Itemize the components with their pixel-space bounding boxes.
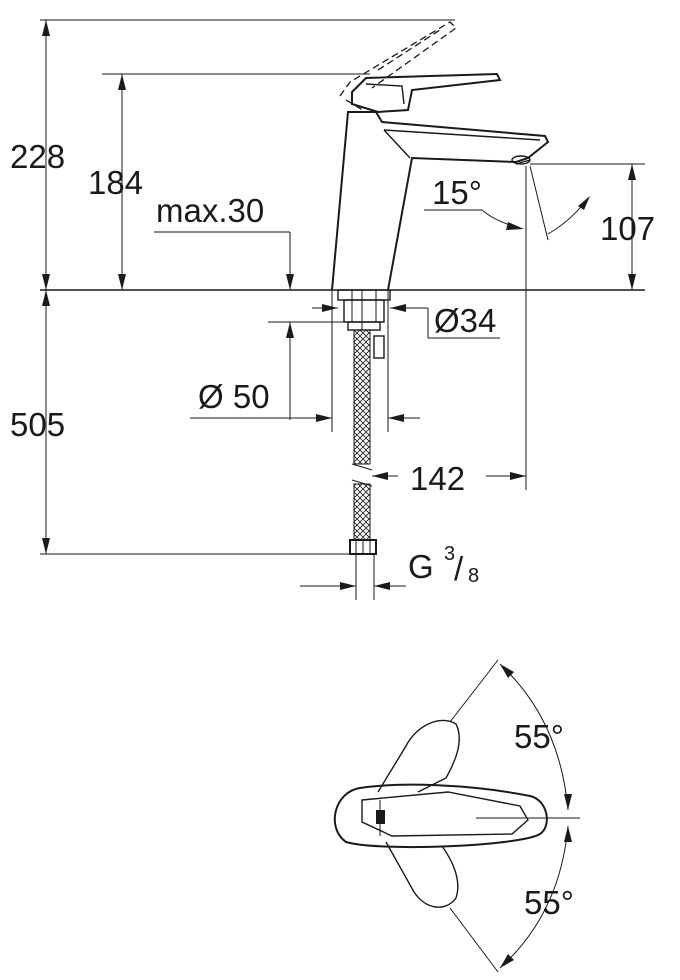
dimension-spout-angle: 15° (424, 165, 590, 241)
dimension-max-thickness: max.30 (154, 192, 344, 420)
top-view-lever-rotated-lower (385, 841, 459, 908)
thread-numerator: 3 (444, 543, 455, 565)
lever-raised-dashed (339, 21, 458, 113)
dimension-142-label: 142 (410, 460, 465, 497)
dimension-505-label: 505 (10, 406, 65, 443)
top-view-lever-rotated-upper (377, 719, 460, 793)
angle-15-label: 15° (432, 174, 482, 211)
top-view-body (333, 783, 548, 849)
side-view: 228 184 max.30 15° (10, 19, 655, 600)
lever (351, 72, 502, 114)
dimension-184-label: 184 (88, 164, 143, 201)
dimension-base-diameter: Ø 50 (190, 290, 420, 432)
angle-upper-label: 55° (514, 718, 564, 755)
dimension-hose-length: 505 (10, 290, 350, 555)
max-30-label: max.30 (156, 192, 264, 229)
dimension-228-label: 228 (10, 138, 65, 175)
dimension-total-height: 228 (10, 19, 455, 290)
diameter-34-label: Ø34 (434, 302, 496, 339)
top-view-lever (361, 791, 529, 837)
dimension-spout-height: 107 (530, 163, 655, 290)
dimension-107-label: 107 (600, 210, 655, 247)
thread-denominator: 8 (468, 565, 479, 587)
top-view: 55° 55° (333, 659, 580, 973)
thread-g-label: G (408, 548, 434, 585)
dimension-thread: G 3 / 8 (300, 543, 479, 600)
thread-separator: / (454, 550, 464, 587)
faucet-body (331, 111, 550, 291)
dimension-hole-diameter: Ø34 (312, 302, 500, 339)
dimension-reach: 142 (372, 240, 527, 497)
top-view-indicator (376, 810, 385, 824)
diameter-50-label: Ø 50 (198, 378, 270, 415)
supply-hose (349, 329, 377, 555)
angle-lower-label: 55° (524, 884, 574, 921)
dimension-lever-height: 184 (88, 73, 370, 290)
